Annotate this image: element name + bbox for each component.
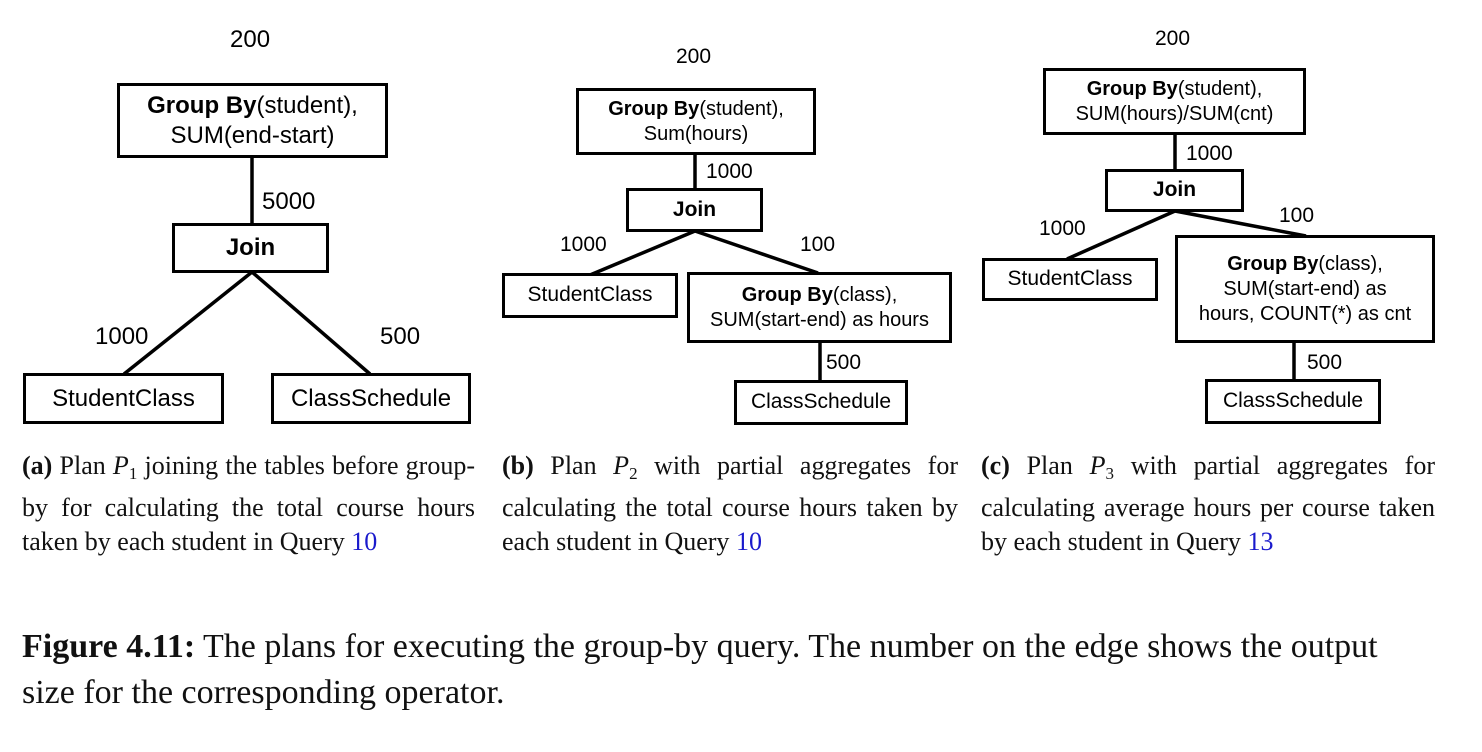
panel-c-studentclass-node: StudentClass xyxy=(982,258,1158,301)
table-name: StudentClass xyxy=(1007,267,1133,291)
join-label: Join xyxy=(1152,178,1197,202)
caption-text: joining the tables before group-by for c… xyxy=(22,451,475,556)
table-name: StudentClass xyxy=(527,283,653,307)
caption-text: with partial aggregates for calculating … xyxy=(981,451,1435,556)
table-name: ClassSchedule xyxy=(290,384,452,412)
panel-b-classschedule-node: ClassSchedule xyxy=(734,380,908,425)
groupby-aggregate-1: SUM(start-end) as xyxy=(1223,277,1387,300)
panel-c-classschedule-node: ClassSchedule xyxy=(1205,379,1381,424)
table-name: StudentClass xyxy=(52,384,195,412)
table-name: ClassSchedule xyxy=(1222,389,1364,413)
panel-c-edge-label-1000: 1000 xyxy=(1186,142,1233,165)
plan-variable: P xyxy=(112,451,129,480)
panel-b-edge-label-500: 500 xyxy=(826,351,862,374)
caption-text: Plan xyxy=(533,451,614,480)
figure-caption-text: The plans for executing the group-by que… xyxy=(22,628,1378,711)
plan-variable: P xyxy=(613,451,630,480)
groupby-aggregate-2: hours, COUNT(*) as cnt xyxy=(1198,302,1412,325)
panel-b-edge-label-1000: 1000 xyxy=(706,160,753,183)
caption-tag: (a) xyxy=(22,451,53,480)
panel-a-join-node: Join xyxy=(172,223,329,273)
join-label: Join xyxy=(672,197,717,221)
groupby-aggregate: Sum(hours) xyxy=(643,122,749,145)
join-label: Join xyxy=(225,234,276,261)
plan-subscript: 2 xyxy=(629,464,638,483)
table-name: ClassSchedule xyxy=(750,390,892,414)
panel-c-partial-groupby-node: Group By(class), SUM(start-end) as hours… xyxy=(1175,235,1435,343)
caption-tag: (c) xyxy=(981,451,1010,480)
groupby-args: (class), xyxy=(1318,252,1383,275)
edge-b-join-partialgroupby xyxy=(694,229,819,275)
groupby-aggregate: SUM(start-end) as hours xyxy=(710,308,929,331)
plan-subscript: 1 xyxy=(128,464,138,483)
panel-c-join-node: Join xyxy=(1105,169,1244,212)
caption-tag: (b) xyxy=(502,451,534,480)
groupby-args: (student), xyxy=(256,91,358,119)
groupby-keyword: Group By xyxy=(1227,252,1319,275)
query-reference-link[interactable]: 10 xyxy=(351,527,378,556)
panel-b-studentclass-node: StudentClass xyxy=(502,273,678,318)
caption-text: Plan xyxy=(1009,451,1090,480)
groupby-keyword: Group By xyxy=(147,91,257,119)
panel-b-edge-label-right: 100 xyxy=(800,233,836,256)
panel-b-edge-label-left: 1000 xyxy=(560,233,607,256)
groupby-aggregate: SUM(hours)/SUM(cnt) xyxy=(1075,102,1274,125)
edge-c-join-partialgroupby xyxy=(1174,209,1307,238)
panel-b-caption: (b) Plan P2 with partial aggregates for … xyxy=(502,449,958,559)
caption-text: Plan xyxy=(52,451,113,480)
panel-c-caption: (c) Plan P3 with partial aggregates for … xyxy=(981,449,1435,559)
panel-a-studentclass-node: StudentClass xyxy=(23,373,224,424)
panel-a-edge-label-5000: 5000 xyxy=(262,188,316,215)
plan-variable: P xyxy=(1089,451,1106,480)
panel-c-edge-label-left: 1000 xyxy=(1039,217,1086,240)
figure-caption: Figure 4.11: The plans for executing the… xyxy=(22,624,1437,716)
panel-b-partial-groupby-node: Group By(class), SUM(start-end) as hours xyxy=(687,272,952,343)
groupby-keyword: Group By xyxy=(608,97,700,120)
panel-a-groupby-node: Group By(student), SUM(end-start) xyxy=(117,83,388,158)
edge-a-join-classschedule xyxy=(250,270,372,376)
panel-a-top-count: 200 xyxy=(230,26,271,53)
query-reference-link[interactable]: 10 xyxy=(735,527,762,556)
panel-c-edge-label-500: 500 xyxy=(1307,351,1343,374)
figure-label: Figure 4.11: xyxy=(22,628,196,665)
panel-c-groupby-node: Group By(student), SUM(hours)/SUM(cnt) xyxy=(1043,68,1306,135)
panel-c-top-count: 200 xyxy=(1155,27,1191,50)
edge-b-join-studentclass xyxy=(589,229,696,277)
panel-a-caption: (a) Plan P1 joining the tables before gr… xyxy=(22,449,475,559)
plan-subscript: 3 xyxy=(1105,464,1114,483)
caption-text: with partial aggregates for calculating … xyxy=(502,451,958,556)
groupby-keyword: Group By xyxy=(741,283,833,306)
groupby-aggregate: SUM(end-start) xyxy=(170,121,335,149)
panel-c-edge-label-right: 100 xyxy=(1279,204,1315,227)
groupby-keyword: Group By xyxy=(1086,77,1178,100)
query-reference-link[interactable]: 13 xyxy=(1247,527,1274,556)
panel-a-edge-label-right: 500 xyxy=(380,323,421,350)
panel-b-join-node: Join xyxy=(626,188,763,232)
groupby-args: (student), xyxy=(1177,77,1263,100)
groupby-args: (class), xyxy=(832,283,898,306)
panel-a-edge-label-left: 1000 xyxy=(95,323,149,350)
panel-a-classschedule-node: ClassSchedule xyxy=(271,373,471,424)
panel-b-groupby-node: Group By(student), Sum(hours) xyxy=(576,88,816,155)
edge-c-join-studentclass xyxy=(1066,209,1176,261)
edge-a-join-studentclass xyxy=(122,270,254,376)
groupby-args: (student), xyxy=(699,97,784,120)
panel-b-top-count: 200 xyxy=(676,45,712,68)
